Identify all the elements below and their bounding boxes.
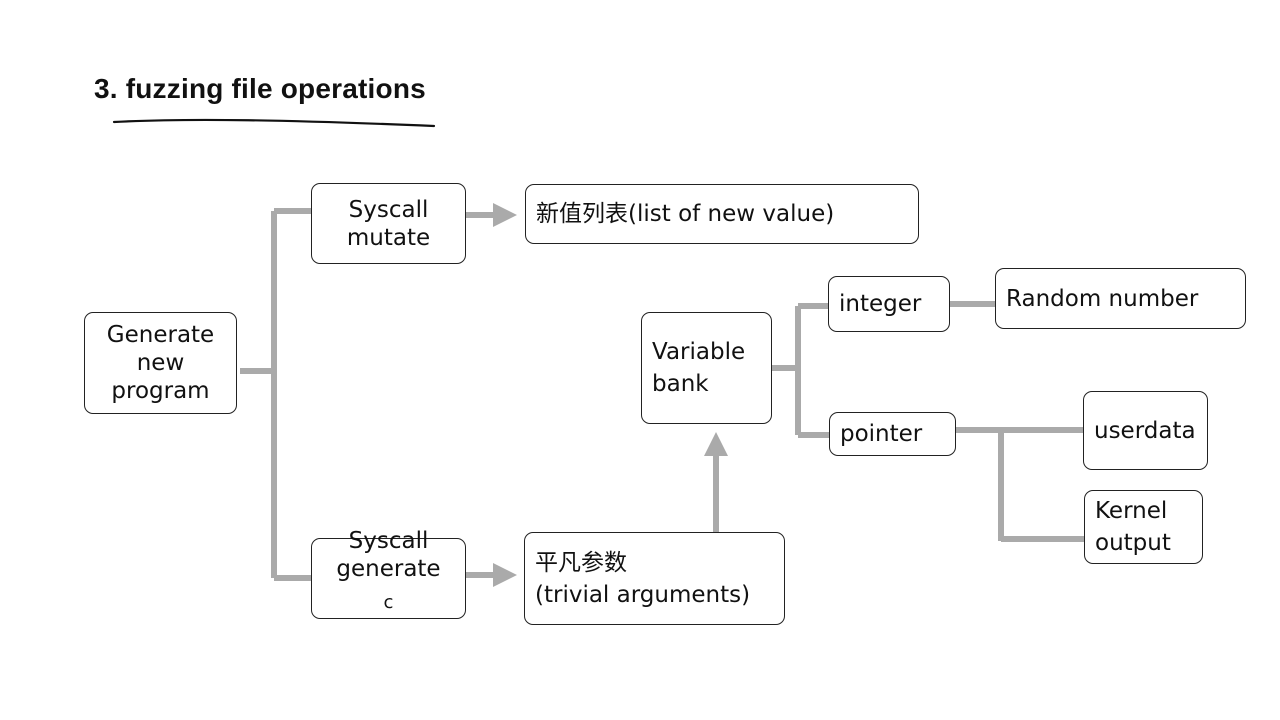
- node-generate-new-program: Generate new program: [84, 312, 237, 414]
- node-syscall-mutate: Syscall mutate: [311, 183, 466, 264]
- node-pointer: pointer: [829, 412, 956, 456]
- node-userdata: userdata: [1083, 391, 1208, 470]
- node-trivial-arguments: 平凡参数 (trivial arguments): [524, 532, 785, 625]
- connector-pointer-to-targets: [956, 427, 1085, 542]
- node-random-number: Random number: [995, 268, 1246, 329]
- title-underline: [112, 118, 436, 128]
- slide-title: 3. fuzzing file operations: [94, 73, 426, 104]
- connector-variablebank-to-types: [772, 303, 830, 438]
- node-kernel-output: Kernel output: [1084, 490, 1203, 564]
- node-variable-bank: Variable bank: [641, 312, 772, 424]
- connector-generate-to-branches: [240, 208, 312, 581]
- node-syscall-generate: Syscall generate c: [311, 528, 466, 619]
- node-integer: integer: [828, 276, 950, 332]
- node-new-value-list: 新值列表(list of new value): [525, 184, 919, 244]
